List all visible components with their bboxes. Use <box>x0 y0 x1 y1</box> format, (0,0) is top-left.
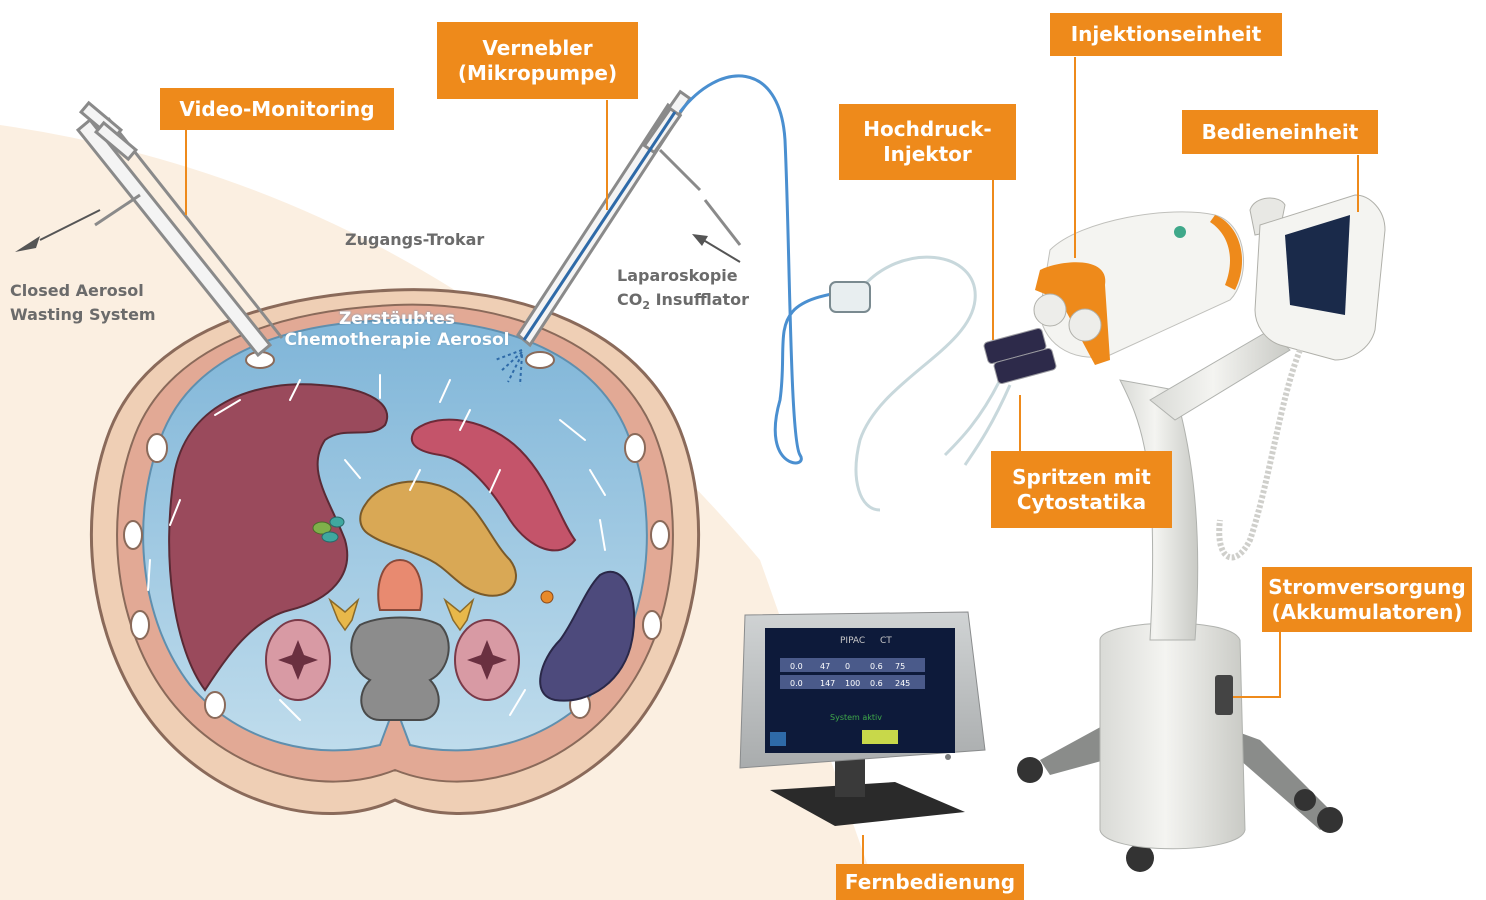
remote-screen-status: System aktiv <box>830 713 882 722</box>
caption-laparoskopie: Laparoskopie CO2 Insufflator <box>617 264 749 314</box>
caption-closed-aerosol: Closed Aerosol Wasting System <box>10 279 156 327</box>
label-hochdruck-injektor: Hochdruck- Injektor <box>839 104 1016 180</box>
svg-text:245: 245 <box>895 679 910 688</box>
label-injektionseinheit: Injektionseinheit <box>1050 13 1282 56</box>
label-bedieneinheit: Bedieneinheit <box>1182 110 1378 154</box>
svg-text:0.6: 0.6 <box>870 679 883 688</box>
svg-text:0.0: 0.0 <box>790 662 803 671</box>
label-stromversorgung: Stromversorgung (Akkumulatoren) <box>1262 567 1472 632</box>
abdomen-cross-section <box>91 290 698 814</box>
remote-screen <box>765 628 955 753</box>
svg-text:0.0: 0.0 <box>790 679 803 688</box>
label-video-monitoring: Video-Monitoring <box>160 88 394 130</box>
remote-screen-mode: CT <box>880 636 892 646</box>
label-spritzen: Spritzen mit Cytostatika <box>991 451 1172 528</box>
label-fernbedienung: Fernbedienung <box>836 864 1024 900</box>
caption-aerosol: Zerstäubtes Chemotherapie Aerosol <box>272 309 522 351</box>
label-vernebler: Vernebler (Mikropumpe) <box>437 22 638 99</box>
remote-screen-title: PIPAC <box>840 636 865 646</box>
pipac-device <box>983 195 1385 872</box>
svg-text:0: 0 <box>845 662 850 671</box>
svg-text:0.6: 0.6 <box>870 662 883 671</box>
svg-text:147: 147 <box>820 679 835 688</box>
spine <box>351 618 448 721</box>
svg-text:100: 100 <box>845 679 860 688</box>
svg-text:75: 75 <box>895 662 905 671</box>
caption-zugangs-trokar: Zugangs-Trokar <box>345 228 484 252</box>
svg-text:47: 47 <box>820 662 830 671</box>
